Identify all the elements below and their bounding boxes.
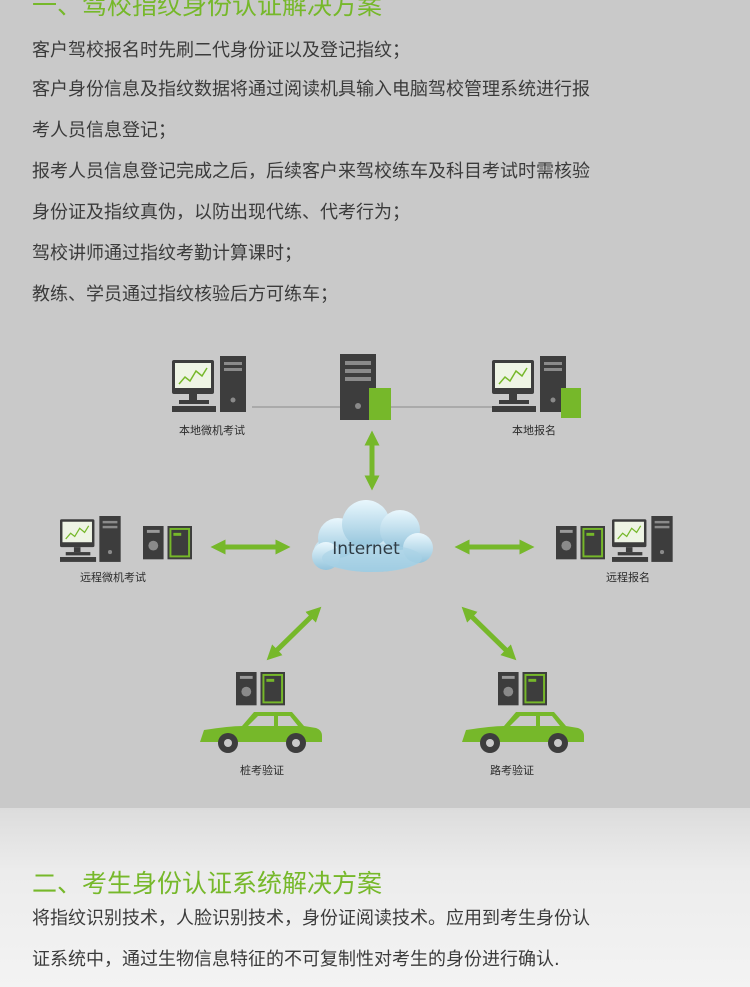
road-test-car-icon [462, 712, 584, 753]
section-1-line-5: 身份证及指纹真伪，以防出现代练、代考行为； [32, 202, 410, 223]
section-2-title: 二、考生身份认证系统解决方案 [32, 869, 383, 898]
section-1-line-1: 客户驾校报名时先刷二代身份证以及登记指纹； [32, 40, 410, 61]
internet-cloud-icon [312, 500, 433, 572]
local-register-reader-icon [561, 388, 581, 418]
road-test-reader-icon [497, 671, 548, 707]
local-register-label: 本地报名 [512, 423, 556, 437]
remote-register-reader-icon [555, 525, 606, 561]
exam-identity-section: 二、考生身份认证系统解决方案 将指纹识别技术，人脸识别技术，身份证阅读技术。应用… [0, 808, 750, 987]
pile-test-label: 桩考验证 [240, 763, 284, 777]
server-icon [340, 354, 391, 420]
section-1-title: 一、驾校指纹身份认证解决方案 [32, 0, 383, 20]
fingerprint-solution-section: 一、驾校指纹身份认证解决方案 客户驾校报名时先刷二代身份证以及登记指纹； 客户身… [32, 0, 674, 777]
section-1-line-3: 考人员信息登记； [32, 120, 176, 141]
remote-exam-computer-icon [59, 515, 122, 563]
remote-exam-label: 远程微机考试 [80, 570, 146, 584]
section-2-line-2: 证系统中，通过生物信息特征的不可复制性对考生的身份进行确认. [32, 949, 560, 970]
section-1-line-4: 报考人员信息登记完成之后，后续客户来驾校练车及科目考试时需核验 [32, 161, 590, 182]
local-exam-label: 本地微机考试 [179, 423, 245, 437]
road-test-link-arrow [461, 606, 517, 661]
section-1-line-2: 客户身份信息及指纹数据将通过阅读机具输入电脑驾校管理系统进行报 [32, 79, 590, 100]
section-2-line-1: 将指纹识别技术，人脸识别技术，身份证阅读技术。应用到考生身份认 [32, 908, 590, 929]
network-diagram: 本地微机考试 本地报名 [59, 354, 674, 777]
remote-exam-reader-icon [142, 525, 193, 561]
road-test-label: 路考验证 [490, 763, 534, 777]
pile-test-link-arrow [266, 606, 322, 661]
internet-label: Internet [332, 539, 400, 559]
pile-test-reader-icon [235, 671, 286, 707]
remote-register-computer-icon [611, 515, 674, 563]
pile-test-car-icon [200, 712, 322, 753]
local-register-computer-icon [491, 355, 567, 413]
remote-register-label: 远程报名 [606, 570, 650, 584]
section-1-line-7: 教练、学员通过指纹核验后方可练车； [32, 284, 338, 305]
section-1-line-6: 驾校讲师通过指纹考勤计算课时； [32, 243, 302, 264]
local-exam-computer-icon [171, 355, 247, 413]
